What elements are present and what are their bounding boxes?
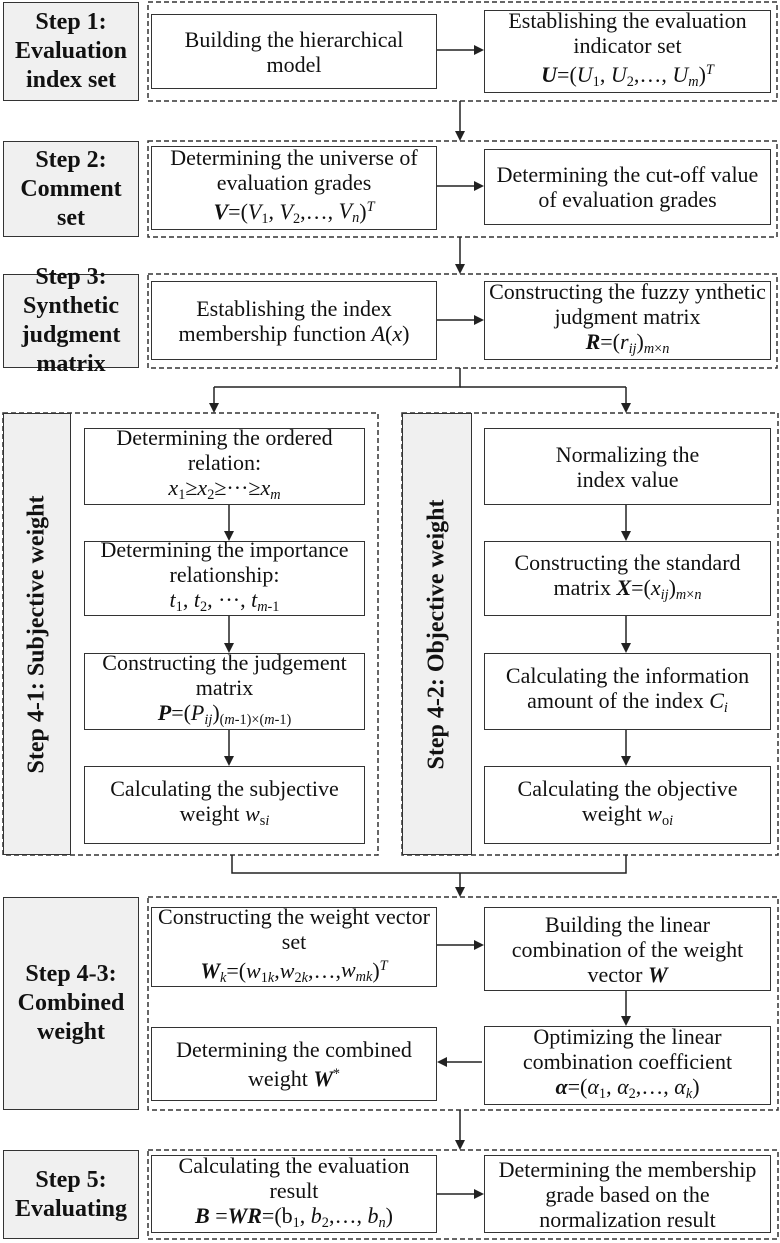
step3-box-fuzzy-matrix: Constructing the fuzzy ynthetic judgment… <box>484 279 771 360</box>
step5-box-evaluation-result: Calculating the evaluation result B =WR=… <box>151 1153 437 1233</box>
split-line <box>214 368 461 388</box>
step5-label: Step 5: Evaluating <box>3 1150 139 1239</box>
step41-label-panel <box>3 413 71 855</box>
step41-label: Step 4-1: Subjective weight <box>23 495 50 773</box>
step42-box-normalize: Normalizing the index value <box>484 428 771 505</box>
formula-ci: Ci <box>709 687 728 716</box>
step1-box-indicator-set: Establishing the evaluation indicator se… <box>484 8 771 93</box>
step1-label: Step 1: Evaluation index set <box>3 2 139 101</box>
step42-box-standard-matrix: Constructing the standard matrix X=(xij)… <box>484 541 771 616</box>
formula-p: P=(Pij)(m-1)×(m-1) <box>157 700 292 728</box>
formula-ax: A <box>371 320 386 346</box>
merge-line <box>231 855 627 874</box>
step2-box-universe: Determining the universe of evaluation g… <box>151 145 437 230</box>
formula-r: R=(rij)m×n <box>585 329 670 357</box>
formula-woi: w <box>647 801 662 826</box>
step5-group <box>147 1149 779 1240</box>
step42-box-objective-weight: Calculating the objective weight woi <box>484 766 771 844</box>
step1-box-build-model: Building the hierarchical model <box>151 14 437 89</box>
step3-label: Step 3: Synthetic judgment matrix <box>3 264 139 377</box>
step2-label: Step 2: Comment set <box>3 141 139 237</box>
step43-box-linear-combination: Building the linear combination of the w… <box>484 907 771 991</box>
step1-group <box>147 1 778 102</box>
step42-box-information: Calculating the information amount of th… <box>484 653 771 730</box>
formula-w: W <box>647 961 668 987</box>
step43-group <box>147 896 779 1111</box>
step3-group <box>147 273 778 369</box>
formula-alpha: α=(α1, α2,…, αk) <box>555 1074 700 1102</box>
formula-wk: Wk=(w1k,w2k,…,wmk)T <box>200 957 388 986</box>
formula-t: t1, t2, ···, tm-1 <box>169 587 280 615</box>
step43-box-combined-weight: Determining the combined weight W* <box>151 1027 437 1101</box>
formula-wsi: w <box>245 801 260 826</box>
step41-box-importance: Determining the importance relationship:… <box>84 537 365 616</box>
step42-group <box>401 412 779 856</box>
step41-box-ordered-relation: Determining the ordered relation: x1≥x2≥… <box>84 425 365 505</box>
step43-box-weight-vector-set: Constructing the weight vector set Wk=(w… <box>151 904 437 987</box>
step43-label: Step 4-3: Combined weight <box>3 897 139 1110</box>
step2-box-cutoff: Determining the cut-off value of evaluat… <box>484 149 771 225</box>
step41-box-judgement-matrix: Constructing the judgement matrix P=(Pij… <box>84 650 365 730</box>
formula-u: U=(U1, U2,…, Um)T <box>541 61 714 90</box>
step5-box-membership-grade: Determining the membership grade based o… <box>484 1155 771 1233</box>
formula-wstar: W <box>313 1065 333 1091</box>
formula-order: x1≥x2≥···≥xm <box>168 475 281 503</box>
step42-label-panel <box>402 413 472 855</box>
formula-x: X=(xij)m×n <box>616 574 702 603</box>
step41-box-subjective-weight: Calculating the subjective weight wsi <box>84 766 365 844</box>
step42-label: Step 4-2: Objective weight <box>423 499 450 769</box>
formula-b: B =WR=(b1, b2,…, bn) <box>195 1202 393 1231</box>
step43-box-optimize-coefficient: Optimizing the linear combination coeffi… <box>484 1024 771 1105</box>
step2-group <box>147 140 778 238</box>
formula-v: V=(V1, V2,…, Vn)T <box>213 198 375 227</box>
step3-box-membership: Establishing the index membership functi… <box>151 281 437 360</box>
